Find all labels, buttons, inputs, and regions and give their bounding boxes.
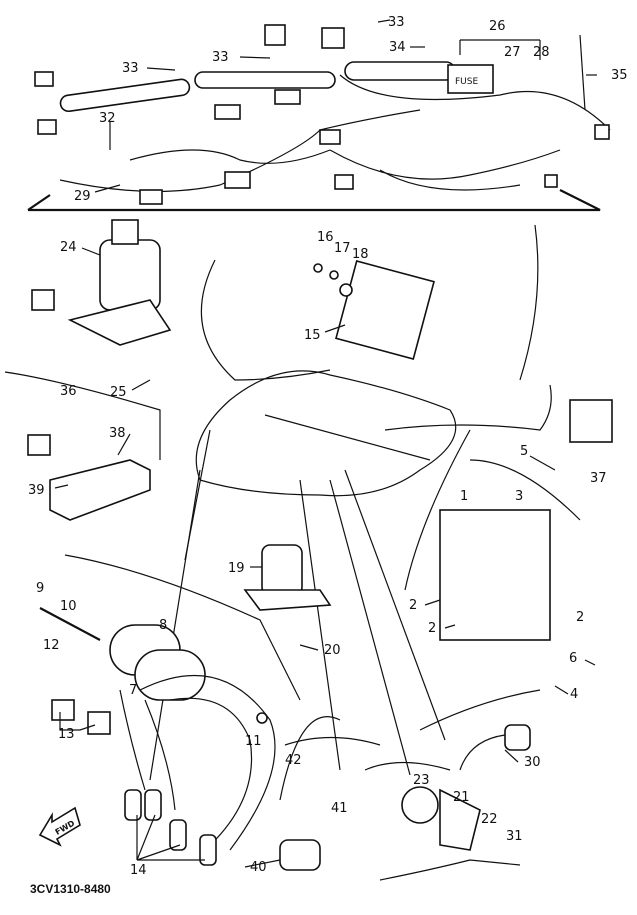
callout-6: 6 (569, 651, 577, 666)
fuse-box (447, 64, 494, 94)
neutral-switch (504, 724, 531, 751)
callout-13: 13 (58, 727, 75, 742)
cdi-unit (335, 260, 435, 360)
callout-7: 7 (129, 683, 137, 698)
callout-15: 15 (304, 328, 321, 343)
callout-18: 18 (352, 247, 369, 262)
callout-37: 37 (590, 471, 607, 486)
callout-9: 9 (36, 581, 44, 596)
callout-1: 1 (460, 489, 468, 504)
callout-10: 10 (60, 599, 77, 614)
callout-12: 12 (43, 638, 60, 653)
callout-39: 39 (28, 483, 45, 498)
callout-2: 2 (409, 598, 417, 613)
callout-38: 38 (109, 426, 126, 441)
callout-20: 20 (324, 643, 341, 658)
callout-29: 29 (74, 189, 91, 204)
relay (569, 399, 613, 443)
callout-labels: 33 33 33 34 26 27 28 35 32 29 24 16 17 1… (28, 15, 628, 878)
callout-27: 27 (504, 45, 521, 60)
horn-sensor (279, 839, 321, 871)
callout-23: 23 (413, 773, 430, 788)
callout-2: 2 (428, 621, 436, 636)
callout-22: 22 (481, 812, 498, 827)
callout-41: 41 (331, 801, 348, 816)
callout-11: 11 (245, 734, 262, 749)
forward-direction-arrow: FWD (38, 806, 81, 847)
callout-30: 30 (524, 755, 541, 770)
callout-32: 32 (99, 111, 116, 126)
main-switch (99, 239, 161, 311)
diagram-part-number: 3CV1310-8480 (30, 882, 111, 896)
wire-harness-panel: FUSE (27, 24, 611, 212)
callout-21: 21 (453, 790, 470, 805)
callout-4: 4 (570, 687, 578, 702)
flasher-relay (261, 544, 303, 596)
callout-3: 3 (515, 489, 523, 504)
callout-2: 2 (576, 610, 584, 625)
callout-34: 34 (389, 40, 406, 55)
leader-lines (54, 19, 597, 868)
callout-24: 24 (60, 240, 77, 255)
callout-25: 25 (110, 385, 127, 400)
callout-26: 26 (489, 19, 506, 34)
battery (439, 509, 551, 641)
callout-5: 5 (520, 444, 528, 459)
callout-8: 8 (159, 618, 167, 633)
fuse-box-text: FUSE (455, 77, 478, 87)
callout-40: 40 (250, 860, 267, 875)
callout-33: 33 (212, 50, 229, 65)
callout-35: 35 (611, 68, 628, 83)
callout-33: 33 (122, 61, 139, 76)
callout-36: 36 (60, 384, 77, 399)
callout-17: 17 (334, 241, 351, 256)
callout-42: 42 (285, 753, 302, 768)
callout-16: 16 (317, 230, 334, 245)
callout-31: 31 (506, 829, 523, 844)
callout-19: 19 (228, 561, 245, 576)
callout-28: 28 (533, 45, 550, 60)
callout-14: 14 (130, 863, 147, 878)
callout-33: 33 (388, 15, 405, 30)
